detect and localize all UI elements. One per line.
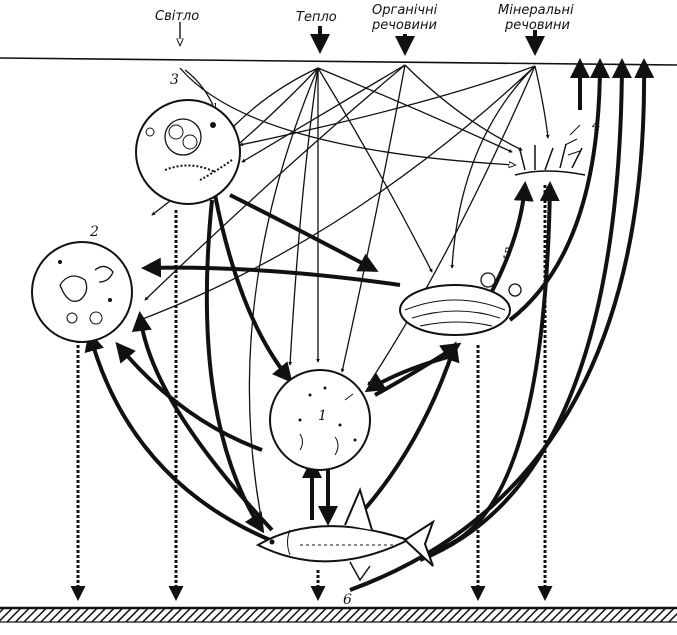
node-number-3: 3 bbox=[170, 72, 179, 88]
node-number-2: 2 bbox=[90, 224, 99, 240]
light-label: Світло bbox=[155, 9, 200, 24]
organism-2-zooplankton bbox=[31, 241, 133, 343]
mineral-label-line1: Мінеральні bbox=[498, 3, 574, 18]
organism-3-phytoplankton bbox=[135, 99, 241, 205]
node-number-1: 1 bbox=[318, 408, 327, 424]
organism-4-plant bbox=[514, 124, 586, 176]
thick-flow-arrows bbox=[84, 181, 560, 552]
sinking-arrows bbox=[70, 185, 553, 601]
mineral-label-line2: речовини bbox=[505, 18, 570, 33]
node-number-6: 6 bbox=[343, 592, 352, 608]
thin-flow-arrows bbox=[139, 64, 550, 523]
node-number-5: 5 bbox=[503, 246, 512, 262]
node-number-4: 4 bbox=[592, 118, 601, 134]
bottom-sediment bbox=[0, 606, 677, 623]
heat-label: Тепло bbox=[296, 10, 337, 25]
input-arrows bbox=[180, 22, 545, 56]
organic-label-line2: речовини bbox=[372, 18, 437, 33]
organic-label-line1: Органічні bbox=[372, 3, 438, 18]
water-surface-line bbox=[0, 57, 677, 66]
organism-6-fish bbox=[255, 487, 435, 582]
organism-5-mollusc bbox=[399, 272, 522, 336]
organism-1-bacteria bbox=[269, 369, 371, 471]
